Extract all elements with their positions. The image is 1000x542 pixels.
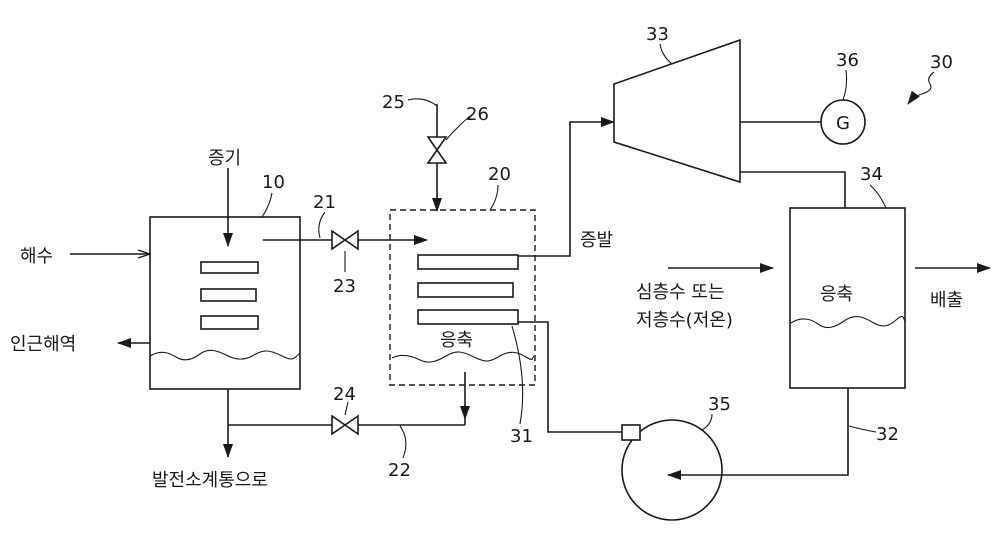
ref-21: 21 [313, 192, 336, 213]
ref-25: 25 [382, 92, 405, 113]
ref-26: 26 [466, 104, 489, 125]
condenser-34-condensation-label: 응축 [820, 284, 853, 305]
ref-22-leader [400, 426, 406, 458]
nearby-sea-label: 인근해역 [10, 334, 76, 355]
tank-20-condensation-label: 응축 [440, 330, 473, 351]
pump-35-nozzle [622, 425, 640, 440]
tank-20-water-level [392, 352, 534, 362]
ref-36-leader [843, 70, 847, 100]
ref-10: 10 [262, 172, 285, 193]
ref-34: 34 [860, 164, 883, 185]
ref-36: 36 [836, 50, 859, 71]
coil-31 [418, 255, 518, 324]
ref-33-leader [660, 44, 672, 64]
valve-26 [428, 137, 446, 163]
tank-10 [150, 217, 300, 389]
ref-31: 31 [510, 426, 533, 447]
to-power-plant-label: 발전소계통으로 [152, 470, 268, 491]
valve-24 [332, 416, 358, 434]
evaporation-label: 증발 [580, 230, 613, 251]
ref-20: 20 [488, 164, 511, 185]
ref-20-leader [490, 185, 498, 210]
ref-25-leader [408, 99, 437, 106]
ref-33: 33 [646, 24, 669, 45]
tank-10-coil [201, 262, 258, 329]
seawater-label: 해수 [20, 246, 53, 267]
steam-label: 증기 [208, 148, 241, 169]
ref-24: 24 [333, 384, 356, 405]
coil-outlet-line [518, 322, 622, 432]
turbine-33 [614, 40, 740, 182]
ref-35: 35 [708, 394, 731, 415]
ref-34-leader [870, 185, 886, 208]
deep-water-label-line2: 저층수(저온) [636, 310, 733, 331]
discharge-label: 배출 [930, 290, 963, 311]
ref-10-leader [262, 193, 272, 217]
valve-23 [332, 231, 358, 249]
generator-label: G [836, 113, 850, 134]
ref-21-leader [319, 212, 325, 238]
ref-30-pointer [908, 72, 934, 104]
ref-23: 23 [333, 276, 356, 297]
ref-31-leader [512, 326, 523, 424]
ref-32-leader [849, 426, 876, 432]
ref-32: 32 [876, 424, 899, 445]
ref-35-leader [702, 414, 712, 430]
ref-30: 30 [930, 52, 953, 73]
ref-22: 22 [388, 460, 411, 481]
deep-water-label-line1: 심층수 또는 [636, 282, 725, 303]
